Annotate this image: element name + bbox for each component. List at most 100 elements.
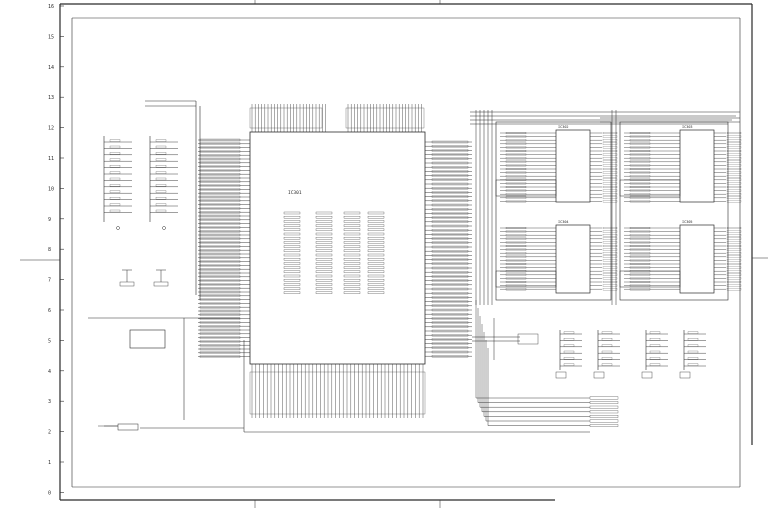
ic-main-pin-left-label <box>199 309 241 313</box>
memory-chip-pin-left-label <box>505 263 527 266</box>
ic-main-pin-right-label <box>431 145 469 148</box>
memory-chip-pin-left-label <box>629 164 651 167</box>
ic-main: IC301 <box>198 104 472 418</box>
memory-chip-pin-left-label <box>505 266 527 269</box>
ic-main-pin-cell <box>367 266 385 269</box>
bottom-right-connector-label <box>601 344 613 347</box>
bottom-right-connector-label <box>687 331 699 334</box>
ic-main-pin-cell <box>315 258 333 261</box>
sheet-frame <box>20 0 768 508</box>
ic-main-designator: IC301 <box>288 190 302 196</box>
ic-main-pin-cell <box>343 266 361 269</box>
ic-main-pin-right-label <box>431 313 469 316</box>
memory-chip-pin-right-label <box>726 168 742 171</box>
row-label: 10 <box>48 186 54 192</box>
memory-chip-pin-left-label <box>505 132 527 135</box>
ic-main-pin-cell <box>315 249 333 252</box>
ic-main-pin-cell <box>283 274 301 278</box>
memory-chip-pin-right-label <box>602 153 618 156</box>
left-connector-label <box>109 190 121 193</box>
ic-main-pin-cell <box>283 228 301 231</box>
left-connector-label <box>155 145 167 149</box>
ic-main-pin-right-label <box>431 178 469 181</box>
ic-main-pin-cell <box>283 249 301 252</box>
memory-chip-pin-left-label <box>629 273 651 276</box>
memory-chip-pin-left-label <box>505 164 527 167</box>
left-connector-label <box>155 184 167 187</box>
ic-main-pin-cell <box>315 245 333 248</box>
memory-chip-pin-left-label <box>629 241 651 244</box>
bottom-right-connector-label <box>601 331 613 334</box>
ic-main-pin-right-label <box>431 149 469 152</box>
ic-main-pin-right-label <box>431 157 469 160</box>
ic-main-pin-right-label <box>431 329 469 333</box>
ic-main-pin-right-label <box>431 321 469 324</box>
memory-chip-pin-right-label <box>726 132 742 135</box>
ic-main-pin-left-label <box>199 332 241 335</box>
transistor-symbol <box>119 269 135 287</box>
wire-net-label <box>589 424 619 427</box>
ic-main-pin-cell <box>283 270 301 273</box>
memory-chip-pin-left-label <box>629 284 651 287</box>
bottom-right-connector-label <box>563 331 575 334</box>
memory-chip-pin-left-label <box>629 157 651 160</box>
ic-main-pin-right-label <box>431 300 469 303</box>
ic-main-pin-cell <box>367 270 385 273</box>
ic-main-pin-left-label <box>199 340 241 343</box>
wire-net-label <box>589 396 619 400</box>
ic-main-pin-cell <box>315 253 333 257</box>
left-connector-label <box>109 158 121 161</box>
left-connector-label <box>155 139 167 142</box>
left-connector-label <box>155 190 167 193</box>
memory-chip-pin-right-label <box>602 270 618 273</box>
memory-chip-pin-right-label <box>726 284 742 287</box>
ic-main-pin-right-label <box>431 199 469 202</box>
memory-chip-pin-left-label <box>505 186 527 189</box>
ic-main-pin-cell <box>283 262 301 265</box>
memory-chip-pin-left-label <box>505 182 527 185</box>
ic-main-pin-right-label <box>431 229 469 232</box>
memory-chip-pin-left-label <box>505 175 527 178</box>
ic-main-pin-right-label <box>431 287 469 291</box>
bottom-right-connector-label <box>649 363 661 366</box>
ic-main-pin-cell <box>343 253 361 257</box>
bottom-right-connector-label <box>601 338 613 341</box>
ic-main-pin-cell <box>315 220 333 223</box>
memory-chip-pin-right-label <box>726 160 742 163</box>
bottom-right-connector-label <box>687 357 699 360</box>
ic-main-pin-right-label <box>431 334 469 337</box>
left-connector <box>103 136 132 230</box>
memory-chip-pin-left-label <box>505 234 527 237</box>
ic-main-pin-right-label <box>431 182 469 186</box>
memory-chip-pin-right-label <box>726 150 742 153</box>
memory-chip-pin-left-label <box>629 277 651 280</box>
ic-main-pin-cell <box>343 232 361 236</box>
memory-chip-pin-right-label <box>726 259 742 262</box>
bottom-right-connector-label <box>687 350 699 354</box>
bottom-right-connector <box>641 330 668 379</box>
ic-main-pin-cell <box>367 216 385 219</box>
ic-main-pin-right-label <box>431 325 469 328</box>
memory-chip-pin-right-label <box>726 277 742 280</box>
memory-chip-pin-right-label <box>726 200 742 203</box>
row-label: 2 <box>48 430 51 436</box>
ic-main-pin-cell <box>315 216 333 219</box>
ic-main-top-label-block-2 <box>345 107 425 129</box>
ic-main-pin-cell <box>315 274 333 278</box>
memory-chip-pin-left-label <box>629 259 651 262</box>
ic-main-pin-right-label <box>431 262 469 265</box>
ic-main-pin-right-label <box>431 279 469 282</box>
ic-main-pin-left-label <box>199 306 241 309</box>
memory-chip-pin-left-label <box>505 160 527 163</box>
ic-main-pin-cell <box>315 262 333 265</box>
bottom-right-connector-label <box>601 357 613 360</box>
memory-chip-designator: IC303 <box>682 125 693 129</box>
memory-chip-pin-right-label <box>726 175 742 178</box>
memory-chip-pin-left-label <box>505 237 527 240</box>
bottom-right-connector <box>593 330 620 379</box>
memory-chip-pin-right-label <box>602 266 618 269</box>
memory-chip-pin-right-label <box>726 237 742 240</box>
memory-chip-pin-left-label <box>629 248 651 251</box>
ic-main-pin-right-label <box>431 283 469 286</box>
left-connector-label <box>155 158 167 161</box>
